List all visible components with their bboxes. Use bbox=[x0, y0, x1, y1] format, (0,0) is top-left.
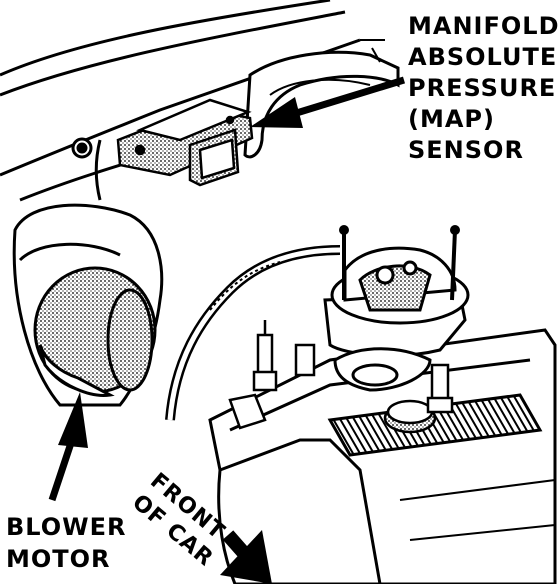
blower-motor bbox=[33, 266, 157, 397]
throttle-body bbox=[323, 246, 470, 392]
firewall-panel bbox=[0, 0, 361, 202]
map-sensor-pointer-arrow bbox=[250, 76, 406, 128]
map-sensor-label-line-3: PRESSURE bbox=[408, 74, 557, 102]
map-sensor bbox=[116, 98, 254, 187]
intake-plenum bbox=[71, 39, 400, 159]
blower-motor-label-line-1: BLOWER bbox=[6, 513, 127, 541]
map-sensor-label-line-2: ABSOLUTE bbox=[408, 43, 558, 71]
oil-filler-cap bbox=[383, 399, 437, 434]
map-sensor-label-line-1: MANIFOLD bbox=[408, 12, 560, 40]
map-sensor-label-line-5: SENSOR bbox=[408, 136, 524, 164]
map-sensor-label: MANIFOLD ABSOLUTE PRESSURE (MAP) SENSOR bbox=[408, 14, 559, 169]
engine-fittings bbox=[228, 320, 454, 430]
front-of-car-arrow bbox=[220, 530, 272, 584]
blower-motor-label-line-2: MOTOR bbox=[6, 545, 111, 573]
throttle-studs bbox=[339, 225, 460, 301]
map-sensor-label-line-4: (MAP) bbox=[408, 105, 495, 133]
blower-motor-label: BLOWER MOTOR bbox=[6, 515, 126, 579]
blower-motor-pointer-arrow bbox=[48, 392, 88, 502]
engine-block bbox=[208, 328, 557, 584]
throttle-cable bbox=[165, 245, 341, 421]
